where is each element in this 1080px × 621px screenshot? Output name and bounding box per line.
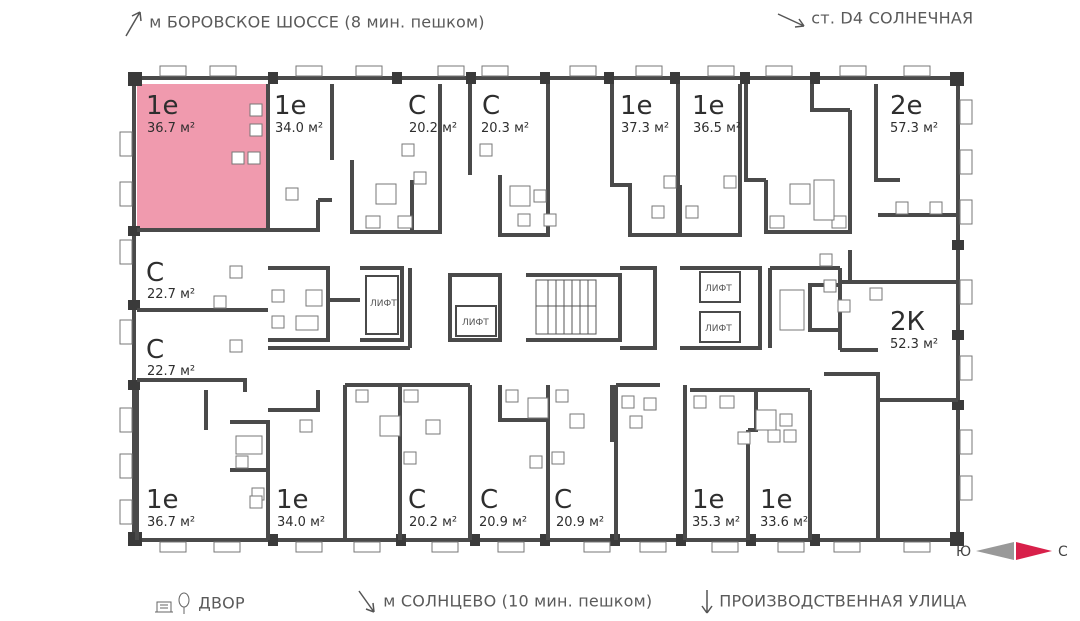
lift-label: ЛИФТ xyxy=(370,299,397,309)
stairwell xyxy=(535,279,597,335)
lift-label: ЛИФТ xyxy=(705,324,732,334)
lift-label: ЛИФТ xyxy=(705,284,732,294)
courtyard-icon xyxy=(155,592,190,614)
unit-type: С xyxy=(146,335,164,365)
unit-area: 35.3 м² xyxy=(692,515,740,530)
unit-type: 2К xyxy=(890,307,925,337)
unit-type: С xyxy=(480,485,498,515)
walls-top xyxy=(137,84,958,237)
compass: Ю С xyxy=(956,542,1068,560)
unit-area: 36.7 м² xyxy=(147,121,195,136)
unit-type: С xyxy=(408,485,426,515)
windows xyxy=(119,65,973,553)
arrow-down-icon xyxy=(701,590,713,614)
walls-bottom xyxy=(135,383,880,540)
arrow-up-right-icon xyxy=(125,11,142,37)
unit-type: 1e xyxy=(146,485,179,515)
unit-area: 34.0 м² xyxy=(275,121,323,136)
direction-bottom-center-text: м СОЛНЦЕВО (10 мин. пешком) xyxy=(383,591,653,611)
unit-type: 1e xyxy=(692,485,725,515)
unit-highlight xyxy=(137,84,268,230)
walls-middle xyxy=(137,250,958,402)
arrow-down-right-icon xyxy=(358,590,375,613)
direction-bottom-center: м СОЛНЦЕВО (10 мин. пешком) xyxy=(356,588,652,616)
unit-type: 2e xyxy=(890,91,923,121)
unit-type: 1e xyxy=(274,91,307,121)
lift-label: ЛИФТ xyxy=(462,318,489,328)
unit-area: 57.3 м² xyxy=(890,121,938,136)
unit-area: 20.9 м² xyxy=(479,515,527,530)
direction-top-left-text: м БОРОВСКОЕ ШОССЕ (8 мин. пешком) xyxy=(149,12,485,32)
bathroom-fixtures xyxy=(213,103,943,509)
unit-area: 22.7 м² xyxy=(147,364,195,379)
compass-south-label: Ю xyxy=(956,544,971,560)
direction-bottom-left: ДВОР xyxy=(155,592,245,616)
direction-bottom-right: ПРОИЗВОДСТВЕННАЯ УЛИЦА xyxy=(700,588,967,616)
unit-type: 1e xyxy=(692,91,725,121)
direction-bottom-left-text: ДВОР xyxy=(198,593,245,613)
unit-area: 20.3 м² xyxy=(481,121,529,136)
unit-type: С xyxy=(408,91,426,121)
unit-type: С xyxy=(146,258,164,288)
direction-bottom-right-text: ПРОИЗВОДСТВЕННАЯ УЛИЦА xyxy=(719,591,967,611)
corner-blocks xyxy=(128,72,964,546)
compass-north-label: С xyxy=(1058,544,1068,560)
lift-shafts xyxy=(365,271,741,343)
unit-area: 37.3 м² xyxy=(621,121,669,136)
unit-area: 34.0 м² xyxy=(277,515,325,530)
direction-top-left: м БОРОВСКОЕ ШОССЕ (8 мин. пешком) xyxy=(122,8,485,38)
compass-north-arrow xyxy=(1016,542,1052,560)
unit-type: 1e xyxy=(620,91,653,121)
unit-area: 20.9 м² xyxy=(556,515,604,530)
unit-type: 1e xyxy=(276,485,309,515)
unit-area: 22.7 м² xyxy=(147,287,195,302)
unit-area: 33.6 м² xyxy=(760,515,808,530)
unit-area: 20.2 м² xyxy=(409,121,457,136)
unit-type: 1e xyxy=(760,485,793,515)
unit-area: 36.7 м² xyxy=(147,515,195,530)
arrow-down-right-icon xyxy=(777,13,805,28)
direction-top-right-text: ст. D4 СОЛНЕЧНАЯ xyxy=(811,8,974,28)
unit-labels: 1e 36.7 м² 1e 34.0 м² С 20.2 м² С 20.3 м… xyxy=(146,91,938,530)
direction-top-right: ст. D4 СОЛНЕЧНАЯ xyxy=(776,8,973,30)
unit-area: 36.5 м² xyxy=(693,121,741,136)
unit-type: 1e xyxy=(146,91,179,121)
compass-south-arrow xyxy=(976,542,1014,560)
unit-area: 52.3 м² xyxy=(890,337,938,352)
unit-type: С xyxy=(482,91,500,121)
unit-area: 20.2 м² xyxy=(409,515,457,530)
unit-type: С xyxy=(554,485,572,515)
